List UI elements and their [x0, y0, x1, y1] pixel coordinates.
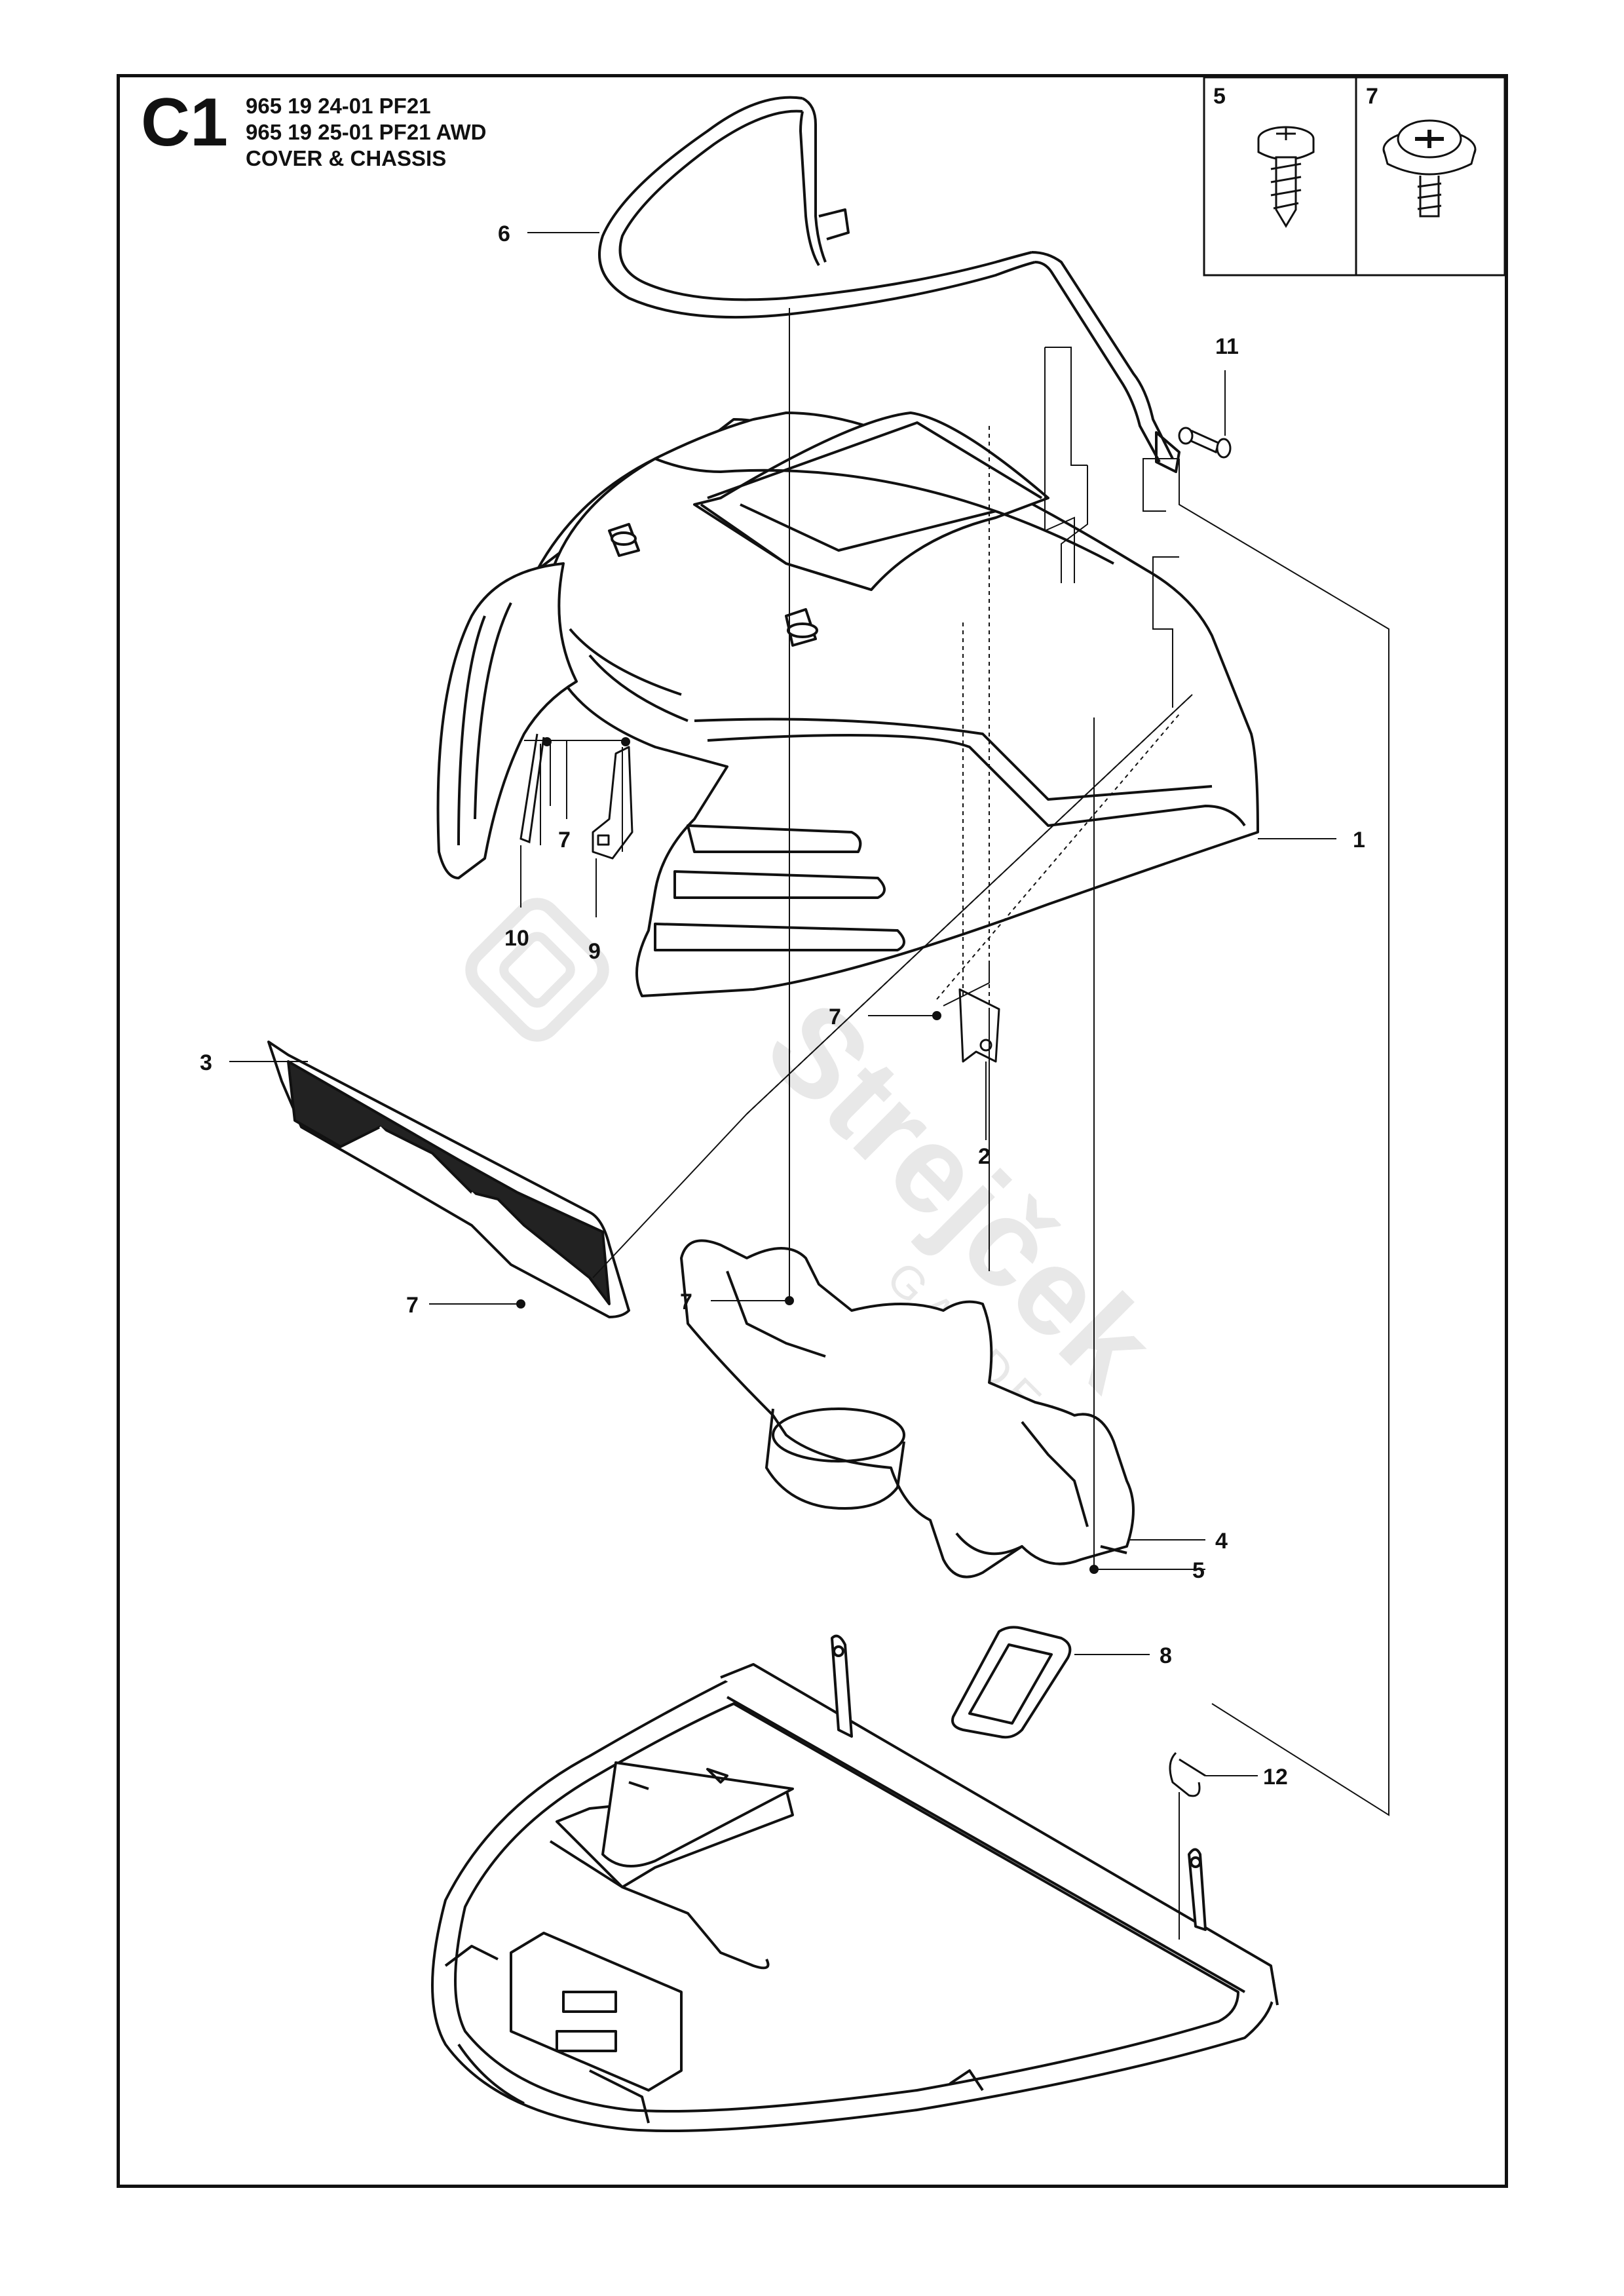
- bracket-part-2: [958, 988, 1000, 1063]
- inset-label-7: 7: [1366, 84, 1378, 109]
- assembly-lines: [524, 308, 1389, 1940]
- callout-9: 9: [588, 939, 601, 964]
- callout-7c: 7: [680, 1290, 692, 1314]
- callout-4: 4: [1215, 1529, 1228, 1554]
- callout-2: 2: [978, 1144, 991, 1169]
- gasket-part-8: [951, 1626, 1072, 1739]
- diagram-frame: [117, 74, 1508, 2188]
- watermark-logo: [465, 898, 609, 1042]
- callout-1: 1: [1353, 828, 1365, 852]
- fastener-inset: [1203, 76, 1506, 277]
- cover-side-flap: [436, 562, 578, 879]
- section-code: C1: [141, 85, 228, 161]
- header-lines: 965 19 24-01 PF21 965 19 25-01 PF21 AWD …: [246, 93, 486, 172]
- header-line-1: 965 19 24-01 PF21: [246, 94, 431, 118]
- callout-6: 6: [498, 221, 510, 246]
- header-line-2: 965 19 25-01 PF21 AWD: [246, 120, 487, 144]
- bracket-part-9: [592, 746, 633, 860]
- washer-head-screw-icon: [1382, 119, 1477, 218]
- chassis-frame: [431, 1634, 1279, 2132]
- inset-label-5: 5: [1213, 84, 1226, 109]
- inner-housing-part-4: [680, 1239, 1135, 1578]
- main-cover-part-1: [536, 411, 1259, 997]
- callout-7d: 7: [406, 1293, 419, 1318]
- callout-3: 3: [200, 1050, 212, 1075]
- break-markers: [1044, 347, 1179, 708]
- callout-7a: 7: [558, 828, 571, 852]
- callout-5: 5: [1192, 1558, 1205, 1583]
- leader-lines: [229, 232, 1336, 1776]
- handlebar-part-6: [598, 96, 1180, 473]
- callout-10: 10: [504, 926, 529, 951]
- grille-part-3: [267, 1041, 630, 1318]
- callout-8: 8: [1160, 1643, 1172, 1668]
- clip-part-10: [519, 733, 545, 844]
- self-tapping-screw-icon: [1257, 126, 1315, 228]
- callout-7b: 7: [829, 1004, 841, 1029]
- bolt-part-11: [1178, 427, 1232, 459]
- callout-11: 11: [1215, 334, 1239, 359]
- header-line-3: COVER & CHASSIS: [246, 146, 447, 170]
- pin-part-12: [1169, 1751, 1206, 1797]
- callout-12: 12: [1263, 1765, 1288, 1789]
